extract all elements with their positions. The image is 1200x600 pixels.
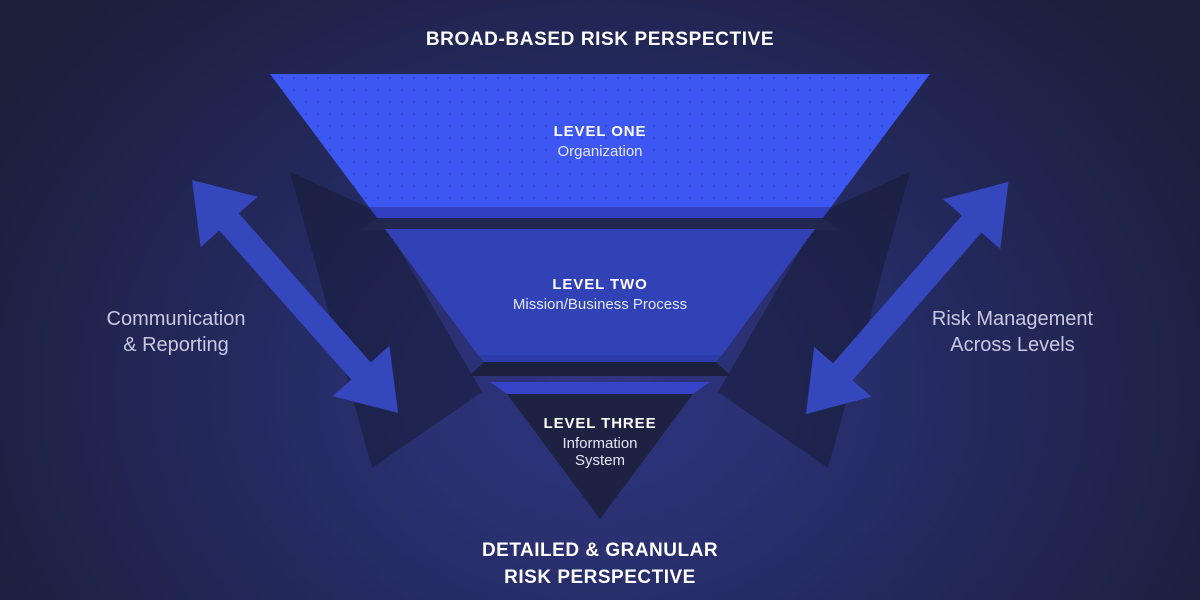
level3-top-strip: [490, 382, 710, 394]
right-double-arrow: [806, 181, 1009, 414]
gap-shadow-2: [469, 362, 731, 376]
level3-subtitle: Information System: [562, 435, 638, 469]
level3-label-block: LEVEL THREE Information System: [0, 415, 1200, 469]
level1-title: LEVEL ONE: [553, 123, 647, 140]
level2-shape: [385, 229, 815, 355]
level1-texture: [270, 74, 930, 207]
left-annotation: Communication & Reporting: [56, 306, 296, 358]
level2-subtitle: Mission/Business Process: [512, 296, 688, 313]
gap-shadow-1: [362, 218, 838, 230]
level1-bevel: [369, 207, 831, 218]
bottom-heading-line1: DETAILED & GRANULAR: [481, 540, 719, 561]
level2-label-block: LEVEL TWO Mission/Business Process: [0, 276, 1200, 313]
level3-title: LEVEL THREE: [543, 415, 657, 432]
right-annotation: Risk Management Across Levels: [890, 306, 1135, 358]
level2-title: LEVEL TWO: [552, 276, 648, 293]
level1-subtitle: Organization: [557, 143, 643, 160]
level1-label-block: LEVEL ONE Organization: [0, 123, 1200, 160]
left-annotation-line1: Communication: [106, 308, 246, 330]
bottom-heading-line2: RISK PERSPECTIVE: [504, 567, 696, 588]
right-annotation-line1: Risk Management: [931, 308, 1094, 330]
level2-bevel: [478, 355, 722, 362]
right-shadow-wedge: [718, 172, 910, 468]
left-shadow-wedge: [290, 172, 482, 468]
level3-shape: [507, 394, 693, 519]
left-annotation-line2: & Reporting: [123, 334, 229, 356]
right-annotation-line2: Across Levels: [950, 334, 1075, 356]
left-double-arrow: [192, 180, 399, 413]
bottom-heading: DETAILED & GRANULAR RISK PERSPECTIVE: [0, 537, 1200, 591]
top-heading: BROAD-BASED RISK PERSPECTIVE: [425, 29, 775, 50]
